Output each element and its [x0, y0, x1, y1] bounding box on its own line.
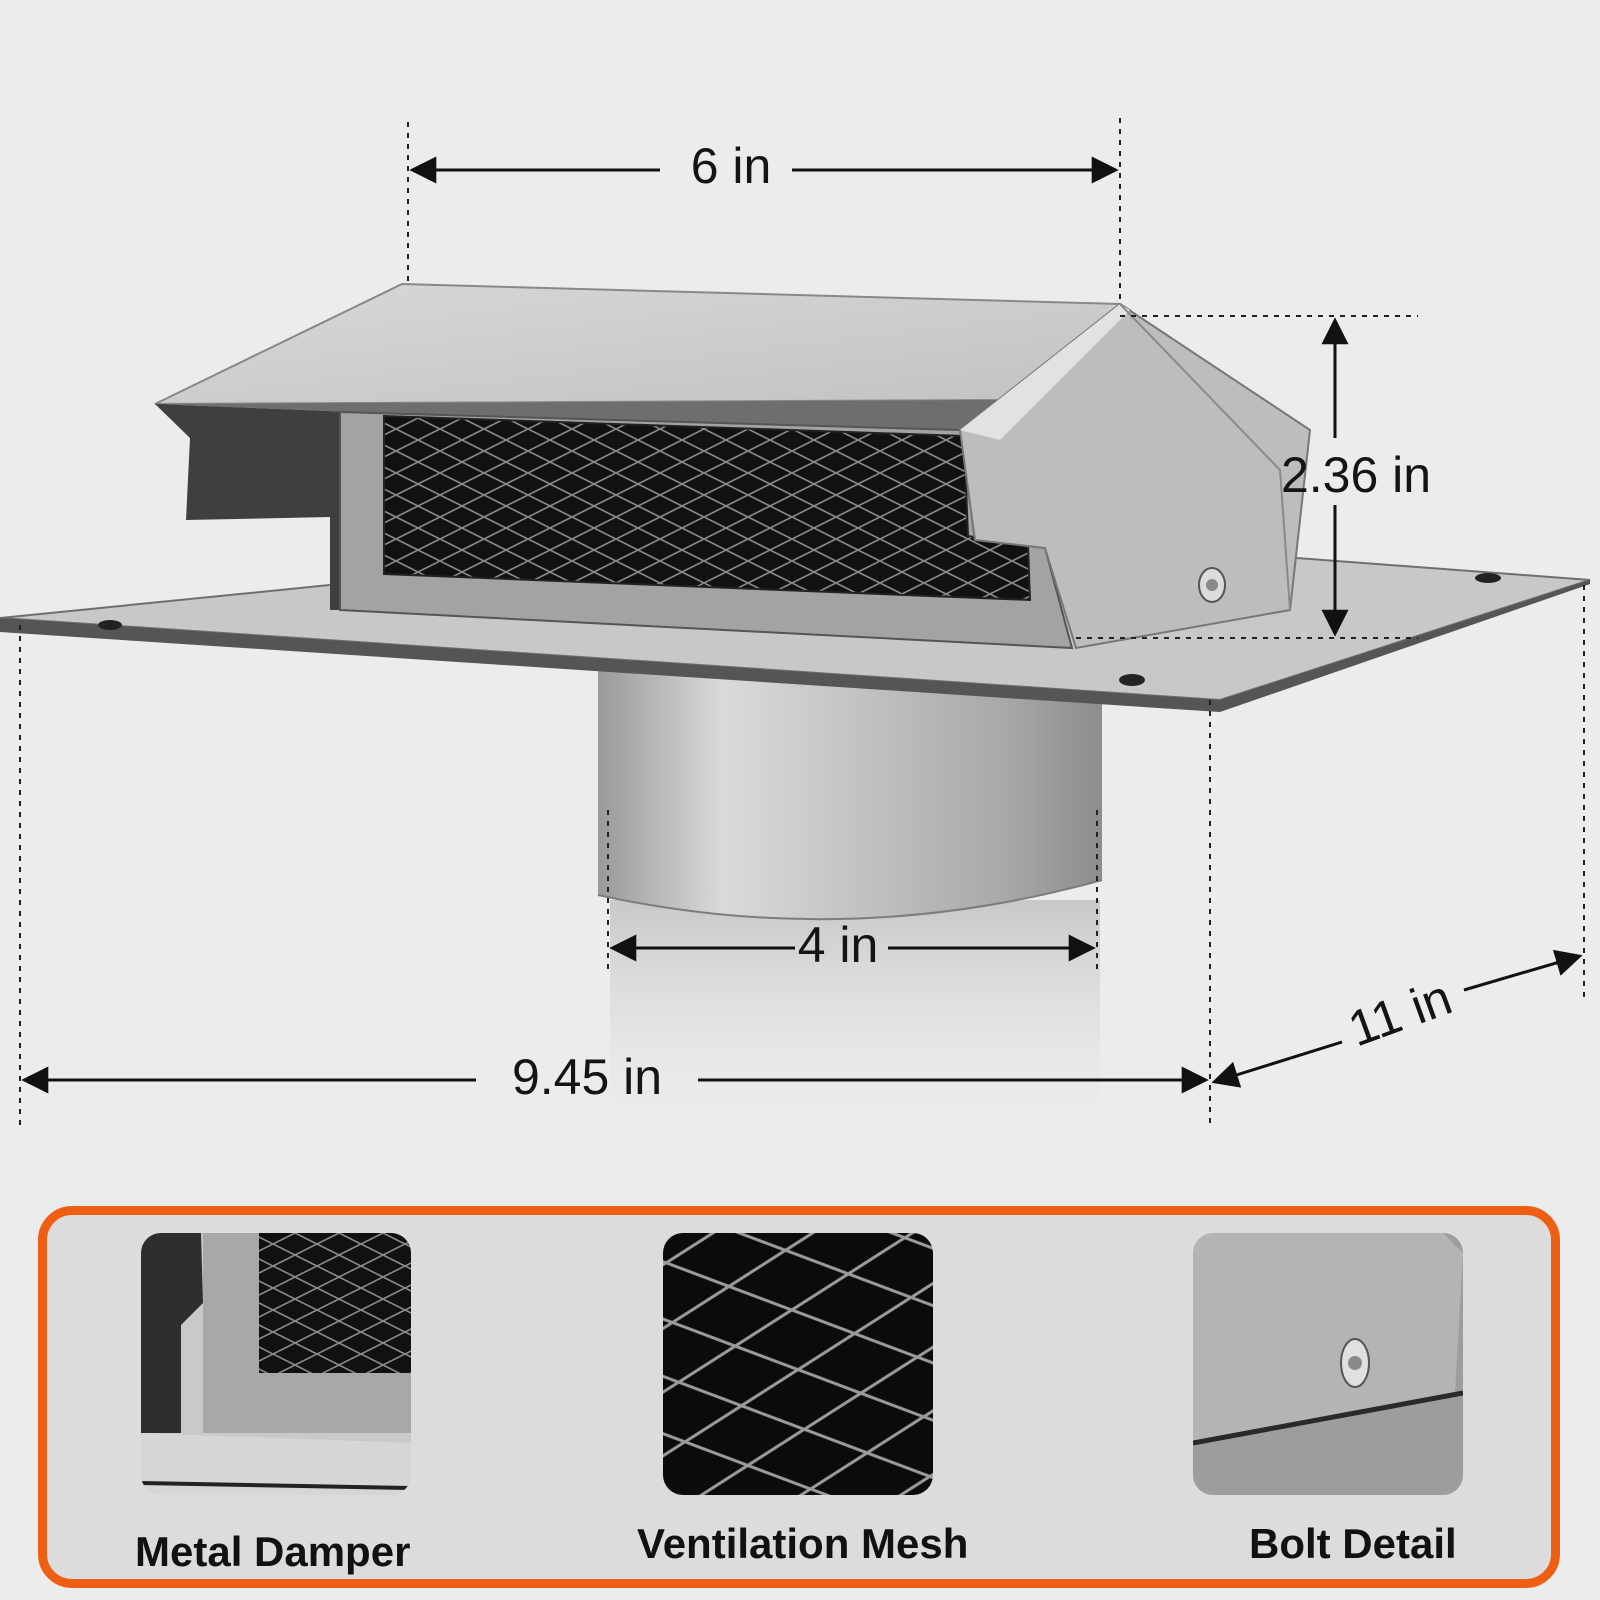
damper-icon	[141, 1233, 411, 1495]
detail-caption-mesh: Ventilation Mesh	[637, 1520, 969, 1567]
detail-card-mesh: Ventilation Mesh	[637, 1233, 968, 1565]
dimension-guides	[19, 118, 1585, 1126]
height-label: 2.36 in	[1280, 447, 1432, 503]
depth-arrow-left	[1211, 1040, 1343, 1088]
bolt-icon	[1193, 1233, 1463, 1495]
mesh-grille	[383, 414, 1032, 602]
depth-arrow-right	[1463, 949, 1583, 992]
top-width-label: 6 in	[690, 138, 772, 194]
detail-card-bolt: Bolt Detail	[1193, 1233, 1463, 1565]
bolt-icon	[1198, 567, 1226, 603]
dimension-arrows	[21, 156, 1583, 1094]
vent-hood	[154, 282, 1312, 650]
detail-caption-damper: Metal Damper	[135, 1528, 411, 1575]
detail-card-damper: Metal Damper	[135, 1233, 411, 1573]
screw-hole-icon	[1475, 573, 1501, 583]
pipe-shadow	[610, 900, 1100, 1150]
screw-hole-icon	[98, 620, 122, 630]
screw-hole-icon	[1119, 674, 1145, 686]
base-width-label: 9.45 in	[511, 1049, 663, 1105]
detail-panel: Metal Damper Ventilation Mesh Bolt Detai…	[38, 1206, 1560, 1588]
mesh-icon	[663, 1233, 933, 1495]
detail-caption-bolt: Bolt Detail	[1249, 1520, 1457, 1567]
duct-pipe	[597, 660, 1103, 921]
pipe-diameter-label: 4 in	[797, 917, 879, 973]
